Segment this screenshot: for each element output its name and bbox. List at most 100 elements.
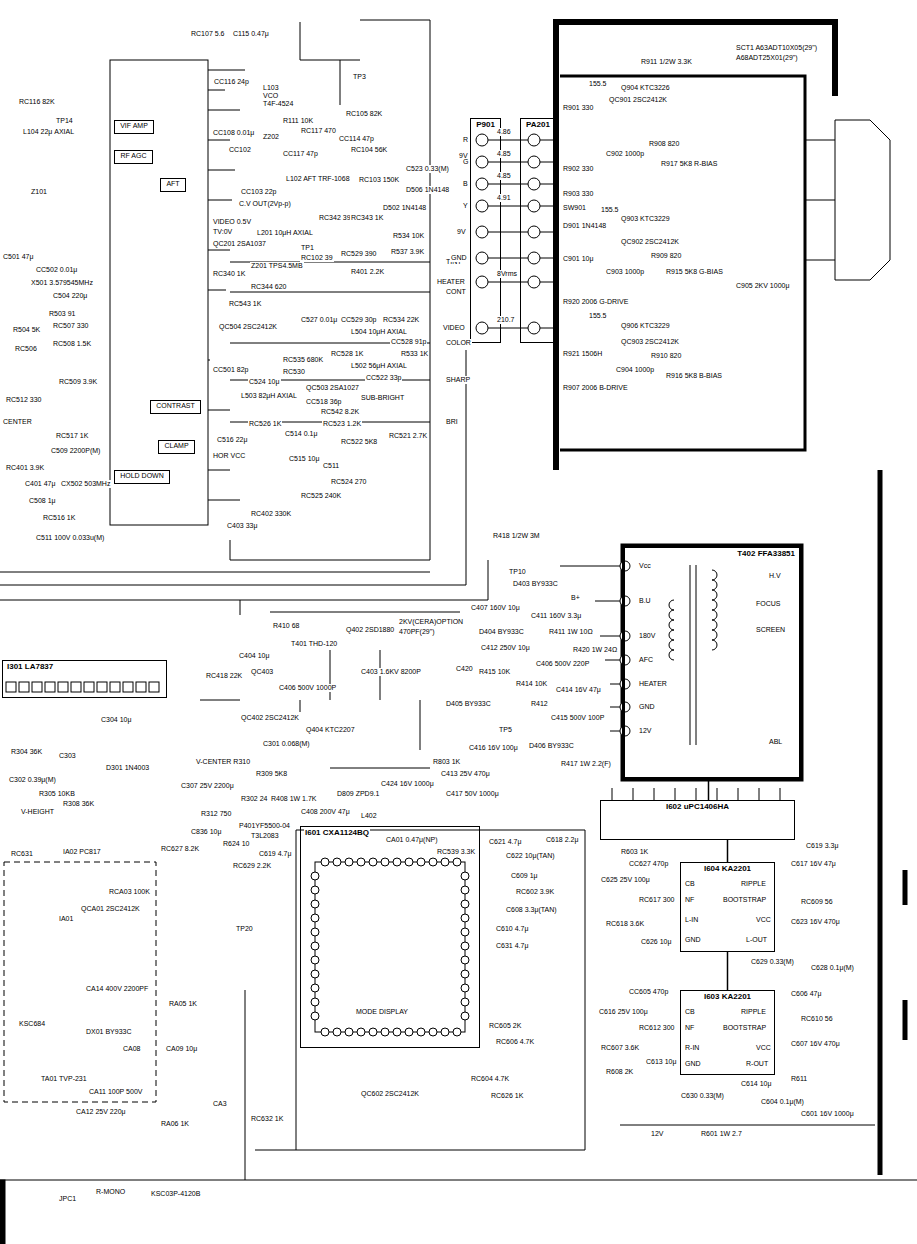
component-label: C509 2200P(M) [50,447,101,455]
component-label: R417 1W 2.2(F) [560,760,612,768]
component-label: RC626 1K [490,1092,524,1100]
pin-circle [441,858,449,866]
component-label: T4F-4524 [262,100,294,108]
component-label: VIDEO 0.5V [212,218,252,226]
component-label: HEATER [638,680,668,688]
component-label: CA14 400V 2200PF [85,985,149,993]
component-label: KSC684 [18,1020,46,1028]
pin-circle [321,858,329,866]
component-label: RC542 8.2K [320,408,360,416]
component-label: CA01 0.47μ(NP) [385,836,439,844]
component-label: H.V [768,572,782,580]
component-label: C609 1μ [510,872,539,880]
component-label: Y [462,202,469,210]
pin-circle [461,886,469,894]
component-label: C413 25V 470μ [440,770,491,778]
function-block: AFT [160,178,186,192]
component-label: RC606 4.7K [495,1038,535,1046]
component-label: D809 ZPD9.1 [336,790,380,798]
ic-pin [759,788,760,800]
pin-circle [311,1012,319,1020]
component-label: RC116 82K [18,98,56,106]
component-label: R603 1K [620,848,649,856]
component-label: R907 2006 B-DRIVE [562,384,629,392]
ic-name: I604 KA2201 [703,864,752,873]
component-label: ABL [768,738,783,746]
component-label: KSC03P-4120B [150,1190,201,1198]
component-label: CC529 30p [340,316,377,324]
component-label: C836 10μ [190,828,223,836]
component-label: RC610 56 [800,1015,834,1023]
component-label: R921 1506H [562,350,603,358]
pin-circle [461,984,469,992]
component-label: HEATER [436,278,466,286]
ic-pin [738,788,739,800]
component-label: RC103 150K [358,176,400,184]
component-label: C527 0.01μ [300,316,338,324]
pin-circle [345,1028,353,1036]
pin-circle [311,970,319,978]
component-label: BOOTSTRAP [722,896,767,904]
pin-circle [528,200,540,212]
component-label: RC512 330 [5,396,42,404]
component-label: CONT [445,288,467,296]
pin-circle [476,322,488,334]
component-label: RC508 1.5K [52,340,92,348]
component-label: NF [684,1024,695,1032]
component-label: QC504 2SC2412K [218,323,278,331]
component-label: GND [684,1060,702,1068]
component-label: R611 [790,1075,808,1083]
component-label: 155.5 [588,80,608,88]
component-label: CC502 0.01μ [35,266,78,274]
component-label: R-MONO [95,1188,126,1196]
component-label: C619 3.3μ [805,842,839,850]
component-label: R920 2006 G-DRIVE [562,298,629,306]
component-label: SCREEN [755,626,786,634]
component-label: 8Vrms [496,270,518,278]
ic-pin [780,788,781,800]
pin-circle [311,998,319,1006]
component-label: C523 0.33(M) [405,165,450,173]
component-label: CC103 22p [240,188,277,196]
component-label: D405 BY933C [445,700,492,708]
pin-circle [311,900,319,908]
component-label: RC418 22K [205,672,243,680]
component-label: R410 68 [272,622,300,630]
component-label: C403 1.6KV 8200P [360,668,422,676]
component-label: RC523 1.2K [322,420,362,428]
component-label: R414 10K [515,680,548,688]
pin-circle [461,914,469,922]
component-label: R901 330 [562,104,594,112]
component-label: C630 0.33(M) [680,1092,725,1100]
component-label: CA3 [212,1100,228,1108]
component-label: RC529 390 [340,250,377,258]
ic-pin [6,682,16,692]
component-label: RC607 3.6K [600,1044,640,1052]
pin-circle [453,858,461,866]
pin-circle [381,1028,389,1036]
component-label: R903 330 [562,190,594,198]
component-label: R916 5K8 B-BIAS [665,372,723,380]
component-label: R911 1/2W 3.3K [640,58,693,66]
component-label: R537 3.9K [390,248,425,256]
component-label: QC402 2SC2412K [240,714,300,722]
frame-wire [0,350,488,600]
component-label: 4.85 [496,172,512,180]
ic-box: I301 LA7837 [2,660,167,698]
component-label: C424 16V 1000μ [380,780,435,788]
component-label: C411 160V 3.3μ [530,612,582,620]
block-name: RF AGC [119,152,147,160]
ic-pin [612,788,613,800]
component-label: R302 24 [240,795,268,803]
component-label: QC403 [250,668,274,676]
ic-pin [45,682,55,692]
component-label: RC631 [10,850,34,858]
component-label: C516 22μ [216,436,249,444]
component-label: QC901 2SC2412K [608,96,668,104]
component-label: R418 1/2W 3M [492,532,541,540]
pin-circle [461,970,469,978]
component-label: C618 2.2μ [545,836,579,844]
component-label: C524 10μ [248,378,281,386]
component-label: RC343 1K [350,214,384,222]
component-label: Z101 [30,188,48,196]
